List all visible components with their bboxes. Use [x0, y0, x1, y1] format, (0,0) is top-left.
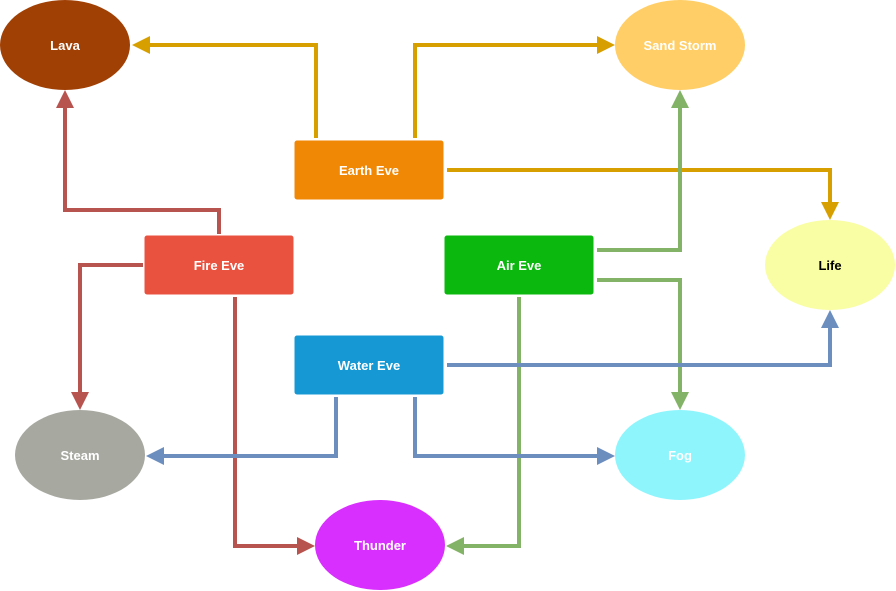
arrowhead-lava-from-fire [56, 90, 74, 108]
edge-water-eve-to-steam [162, 397, 338, 458]
node-fire-eve[interactable]: Fire Eve [143, 234, 295, 296]
edge-air-eve-to-fog [597, 278, 682, 393]
node-label-fire-eve: Fire Eve [194, 258, 245, 273]
arrowhead-fog-from-water [597, 447, 615, 465]
arrowhead-life-from-earth [821, 202, 839, 220]
edge-fire-eve-to-steam [78, 263, 143, 393]
node-label-life: Life [818, 258, 841, 273]
node-label-water-eve: Water Eve [338, 358, 400, 373]
arrowhead-steam-from-water [146, 447, 164, 465]
edge-earth-eve-to-sand-storm [413, 43, 598, 138]
node-earth-eve[interactable]: Earth Eve [293, 139, 445, 201]
edge-water-eve-to-fog [413, 397, 598, 458]
edge-water-eve-to-life [447, 326, 832, 367]
node-life[interactable]: Life [765, 220, 895, 310]
arrowhead-fog-from-air [671, 392, 689, 410]
node-steam[interactable]: Steam [15, 410, 145, 500]
node-label-steam: Steam [60, 448, 99, 463]
arrowhead-thunder-from-air [446, 537, 464, 555]
node-fog[interactable]: Fog [615, 410, 745, 500]
edge-fire-eve-to-thunder [233, 297, 298, 548]
node-water-eve[interactable]: Water Eve [293, 334, 445, 396]
node-label-sand-storm: Sand Storm [644, 38, 717, 53]
node-label-fog: Fog [668, 448, 692, 463]
arrowhead-sand-storm-from-air [671, 90, 689, 108]
edge-earth-eve-to-lava [148, 43, 318, 138]
arrowhead-steam-from-fire [71, 392, 89, 410]
node-lava[interactable]: Lava [0, 0, 130, 90]
edge-air-eve-to-sand-storm [597, 106, 682, 252]
node-label-thunder: Thunder [354, 538, 406, 553]
edge-air-eve-to-thunder [462, 297, 521, 548]
node-air-eve[interactable]: Air Eve [443, 234, 595, 296]
node-sand-storm[interactable]: Sand Storm [615, 0, 745, 90]
node-label-earth-eve: Earth Eve [339, 163, 399, 178]
edge-fire-eve-to-lava [63, 106, 221, 234]
node-label-air-eve: Air Eve [497, 258, 542, 273]
arrowhead-lava-from-earth [132, 36, 150, 54]
node-thunder[interactable]: Thunder [315, 500, 445, 590]
arrowhead-thunder-from-fire [297, 537, 315, 555]
node-label-lava: Lava [50, 38, 80, 53]
edge-earth-eve-to-life [447, 168, 832, 204]
arrowhead-sand-storm-from-earth [597, 36, 615, 54]
arrowhead-life-from-water [821, 310, 839, 328]
